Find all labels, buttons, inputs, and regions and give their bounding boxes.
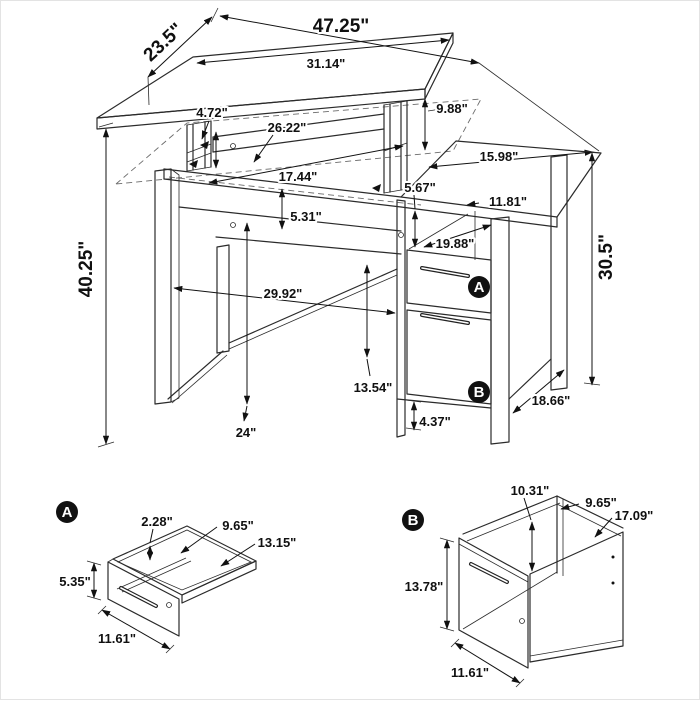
detail-b-badge: B (402, 509, 424, 531)
knob-icon (166, 602, 172, 608)
mech-pointer-right-icon (372, 184, 381, 192)
dim-knee-height: 13.54" (354, 380, 393, 395)
detail-b-drawer (458, 495, 624, 669)
callout-a-label: A (474, 279, 485, 296)
dim-desk-height: 30.5" (596, 234, 617, 280)
dim-pedestal-depth: 19.88" (436, 236, 475, 251)
dim-lift-height: 9.88" (436, 101, 467, 116)
dim-leg-height: 24" (236, 425, 257, 440)
dim-lift-top-width: 31.14" (307, 56, 346, 71)
detail-a-label: A (62, 504, 73, 521)
dim-return-width: 15.98" (480, 149, 519, 164)
detail-view-b: B 10.31" 9.65" 17.09" (402, 481, 655, 688)
screw-icon (230, 222, 236, 228)
callout-b-badge: B (468, 381, 490, 403)
dim-apron-height: 5.31" (290, 209, 321, 224)
dim-b-front-height: 13.78" (405, 579, 444, 594)
dim-a-inner-width: 13.15" (258, 535, 297, 550)
dim-mech-height: 4.72" (196, 105, 227, 120)
dim-inner-width: 26.22" (268, 120, 307, 135)
dim-cubby-width: 11.81" (489, 194, 527, 209)
dim-cubby-height: 5.67" (404, 180, 435, 195)
dim-a-inner-depth: 9.65" (222, 518, 253, 533)
dim-a-rim-height: 2.28" (141, 514, 172, 529)
dim-end-depth: 18.66" (532, 393, 571, 408)
lift-mechanism-left (186, 120, 212, 172)
dim-knee-width: 29.92" (264, 286, 303, 301)
detail-a-drawer (107, 525, 257, 637)
dim-height-raised: 40.25" (76, 241, 97, 298)
knob-icon (519, 618, 525, 624)
dim-b-front-width: 11.61" (451, 665, 489, 680)
main-dimensions: 23.5" 47.25" 31.14" 9.88" 4.72" 26.22" 1… (74, 7, 619, 448)
main-view: A B 23.5" 47.25" 31.14" 9.88" (74, 7, 619, 448)
mech-pointer-left2-icon (189, 160, 198, 168)
dim-top-depth: 23.5" (140, 19, 188, 66)
callout-a-badge: A (468, 276, 490, 298)
dim-toe-height: 4.37" (419, 414, 450, 429)
screw-icon (398, 232, 404, 238)
dim-opening-width: 17.44" (279, 169, 318, 184)
detail-a-dimensions: 2.28" 9.65" 13.15" 5.35" 11.61" (57, 512, 298, 654)
dim-b-inner-height: 10.31" (511, 483, 550, 498)
dim-a-front-height: 5.35" (59, 574, 90, 589)
dim-b-top-width: 17.09" (615, 508, 654, 523)
detail-view-a: A 2.28" 9.65" 13.15" 5.35" (56, 501, 298, 654)
dim-a-front-width: 11.61" (98, 631, 136, 646)
mech-pointer-left-icon (200, 141, 209, 149)
dim-overall-width: 47.25" (313, 16, 370, 37)
detail-a-badge: A (56, 501, 78, 523)
dim-b-top-depth: 9.65" (585, 495, 616, 510)
screw-icon (230, 143, 236, 149)
detail-b-dimensions: 10.31" 9.65" 17.09" 13.78" 11.61" (403, 481, 655, 688)
detail-b-label: B (408, 512, 419, 529)
callout-b-label: B (474, 384, 485, 401)
